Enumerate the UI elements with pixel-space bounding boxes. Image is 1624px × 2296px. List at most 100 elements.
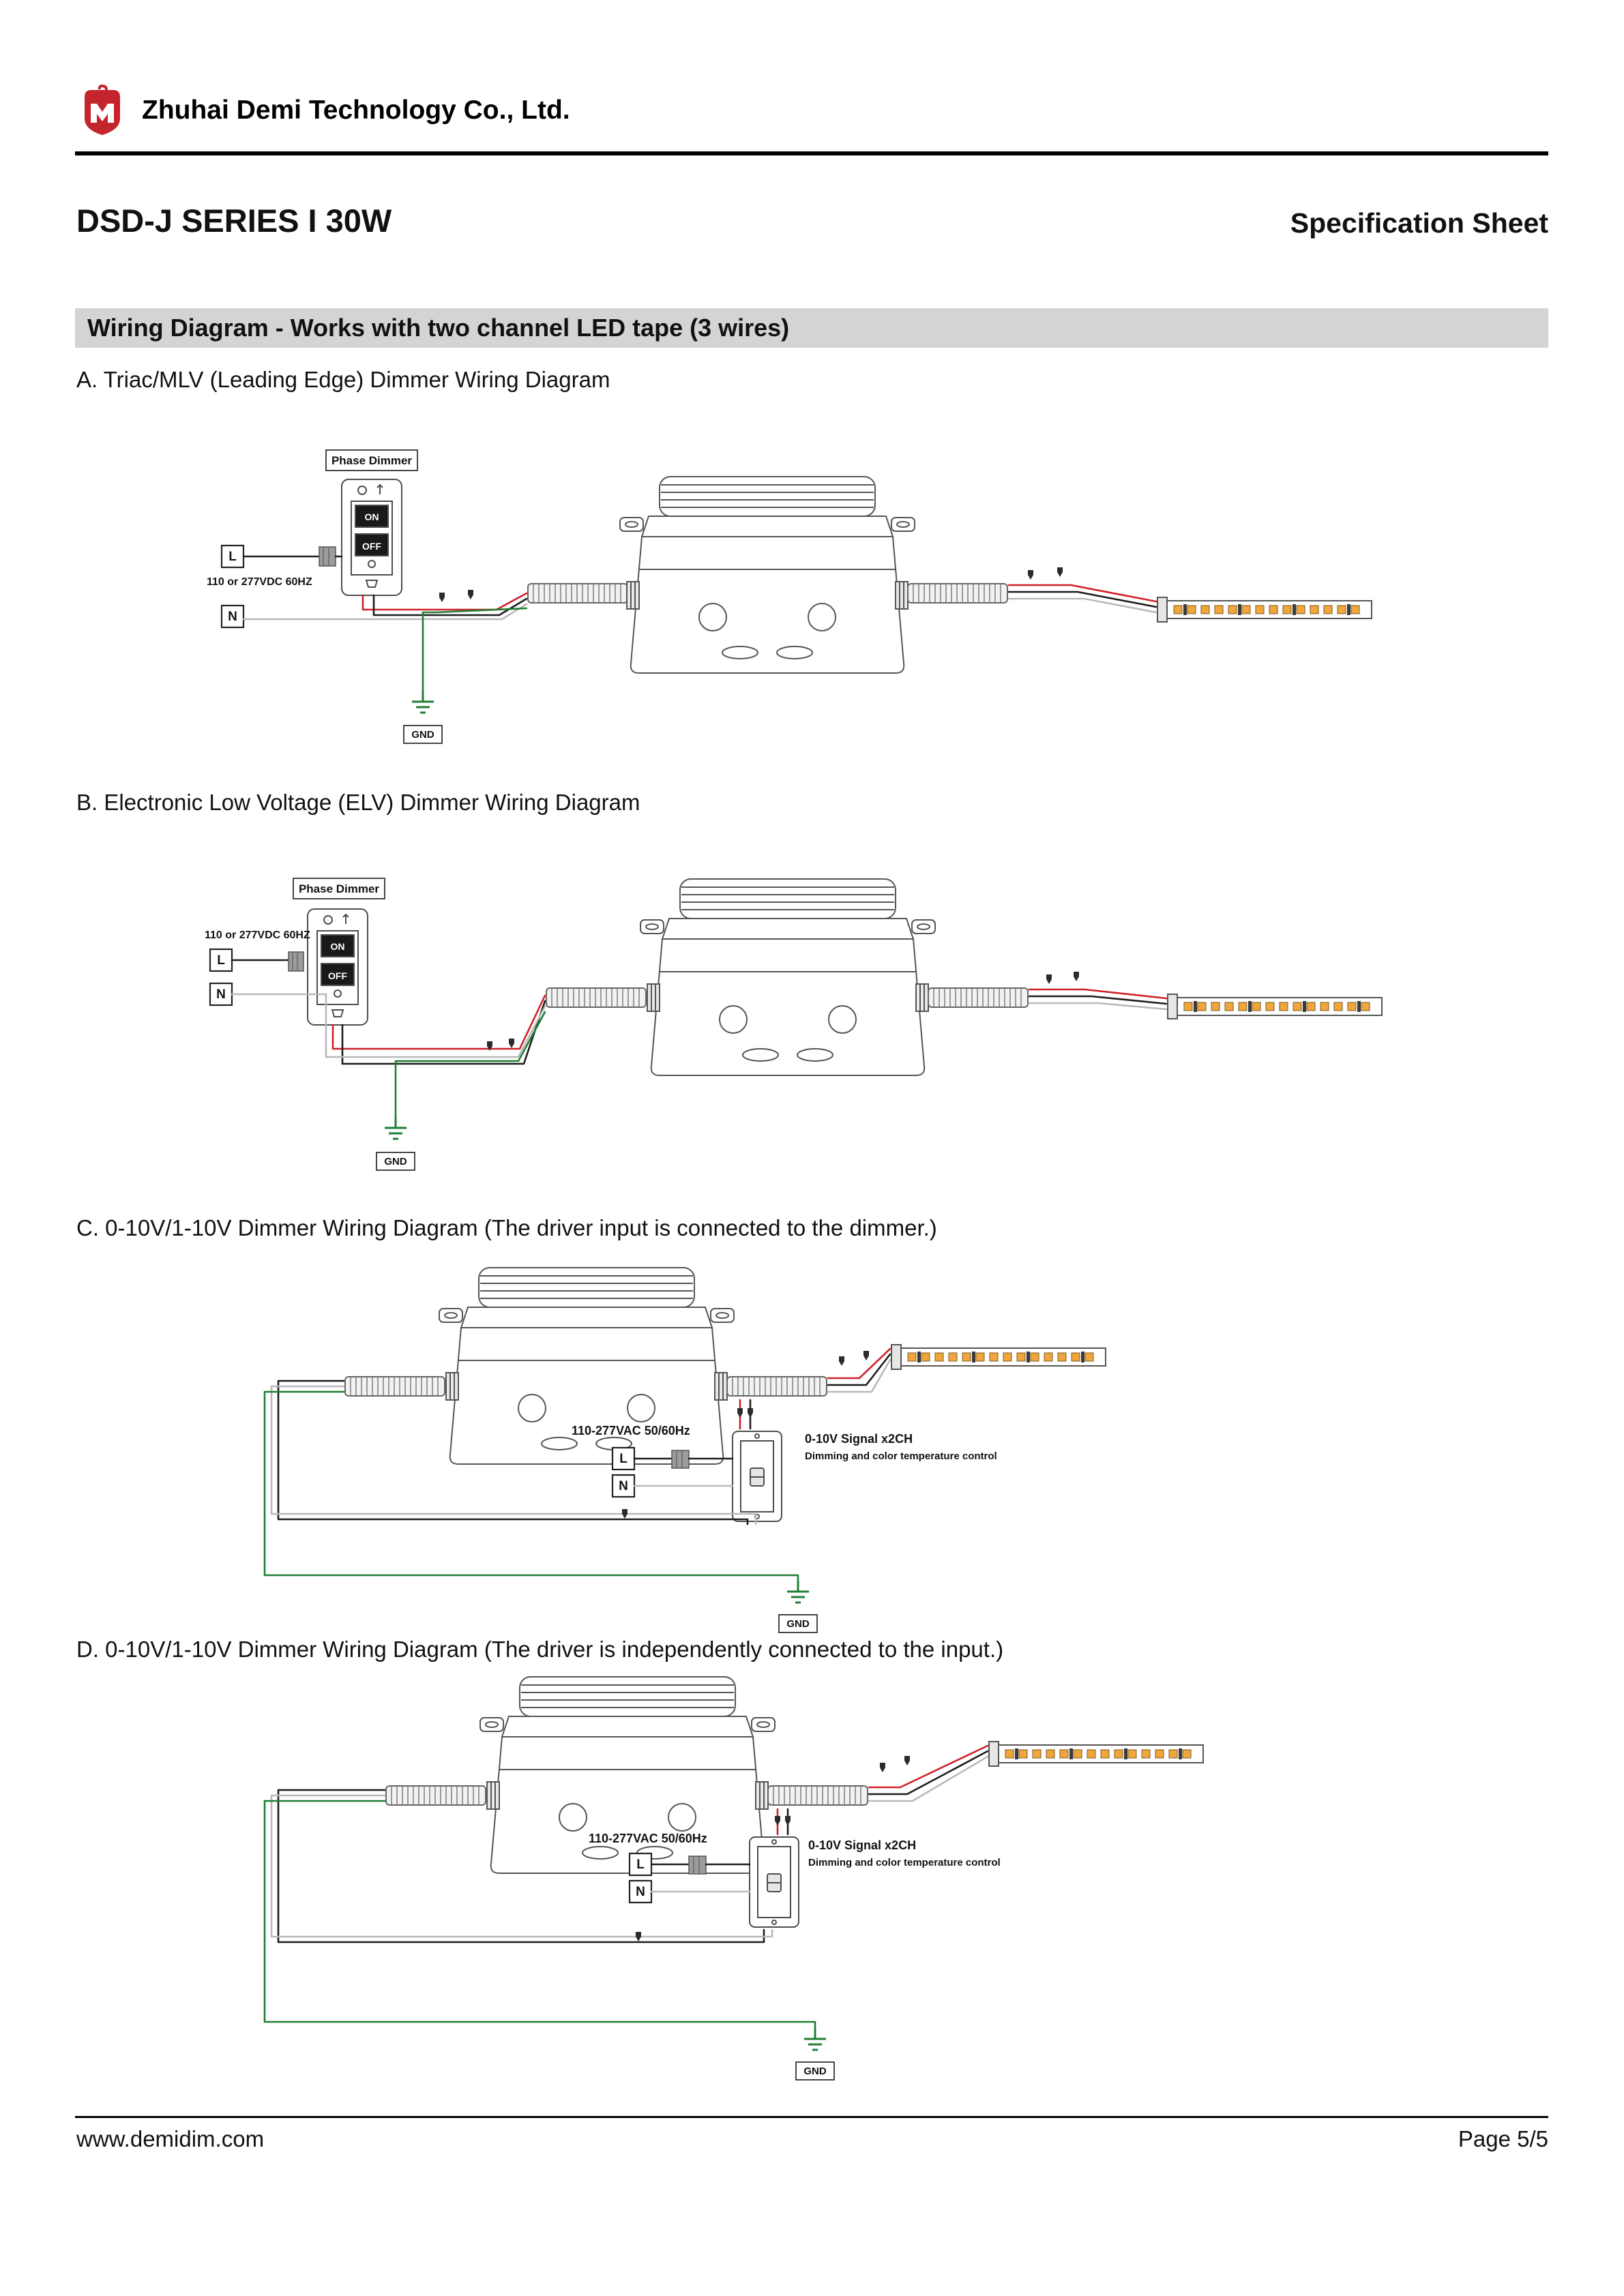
conduit-right bbox=[767, 1785, 868, 1806]
footer-rule bbox=[75, 2116, 1548, 2118]
wire-tag-icon bbox=[439, 593, 445, 602]
wire-tag-icon bbox=[904, 1756, 910, 1765]
wire-output-red bbox=[868, 1744, 989, 1789]
led-tape bbox=[1157, 597, 1372, 623]
wire-connector bbox=[688, 1855, 707, 1875]
gnd-label-box bbox=[778, 1614, 818, 1633]
phase-dimmer-label: Phase Dimmer bbox=[331, 454, 412, 467]
wire-dimmer-out bbox=[372, 594, 528, 616]
gnd-label-box bbox=[403, 725, 443, 744]
line-terminal-label: L bbox=[619, 1452, 628, 1466]
neutral-terminal-label: N bbox=[636, 1885, 645, 1899]
wire-loop-live bbox=[277, 1789, 765, 1943]
led-driver bbox=[619, 476, 915, 674]
wire-tag-icon bbox=[622, 1509, 628, 1519]
gnd-label: GND bbox=[411, 729, 434, 741]
led-driver bbox=[640, 878, 936, 1076]
line-terminal-box bbox=[628, 1852, 653, 1877]
ac-input-label: 110-277VAC 50/60Hz bbox=[589, 1832, 707, 1845]
ac-input-label: 110 or 277VDC 60HZ bbox=[205, 929, 310, 941]
neutral-terminal-label: N bbox=[228, 610, 237, 624]
dimmer-on-button-label: ON bbox=[365, 511, 379, 522]
diagram-d: 110-277VAC 50/60Hz L N GND 0-10V Signal … bbox=[263, 1676, 1204, 2081]
doc-type-label: Specification Sheet bbox=[1290, 207, 1548, 239]
wire-ground bbox=[263, 1390, 799, 1582]
wire-ground bbox=[394, 1011, 546, 1118]
wire-tag-icon bbox=[509, 1039, 514, 1048]
company-name: Zhuhai Demi Technology Co., Ltd. bbox=[142, 95, 570, 125]
wire-output-white bbox=[1007, 597, 1157, 614]
company-logo bbox=[85, 85, 120, 135]
signal-desc-label: Dimming and color temperature control bbox=[805, 1450, 997, 1462]
gnd-label-box bbox=[376, 1152, 415, 1171]
neutral-terminal-label: N bbox=[216, 987, 226, 1002]
ground-symbol bbox=[803, 2028, 827, 2051]
phase-dimmer-label-box bbox=[325, 449, 418, 471]
line-terminal-box bbox=[220, 544, 245, 569]
diagram-a: Phase Dimmer ON OFF L 110 or 277VDC 60HZ… bbox=[207, 449, 1372, 744]
wire-tag-icon bbox=[863, 1351, 869, 1360]
diagram-b: Phase Dimmer ON OFF 110 or 277VDC 60HZ L… bbox=[205, 878, 1383, 1171]
wire-connector-detail bbox=[323, 547, 329, 566]
wire-tag-icon bbox=[468, 590, 473, 599]
section-b-heading: B. Electronic Low Voltage (ELV) Dimmer W… bbox=[76, 790, 640, 815]
wire-tag-icon bbox=[785, 1816, 791, 1825]
phase-dimmer-label: Phase Dimmer bbox=[299, 882, 379, 895]
dimmer-0-10v bbox=[749, 1836, 799, 1928]
ground-symbol bbox=[786, 1581, 810, 1604]
wire-output-white bbox=[868, 1755, 989, 1802]
wire-connector-detail bbox=[693, 1856, 700, 1874]
wire-output-black bbox=[827, 1353, 891, 1386]
wire-loop-neutral bbox=[270, 1794, 773, 1938]
wire-tag-icon bbox=[748, 1408, 753, 1418]
wire-output-white bbox=[1028, 1002, 1168, 1011]
wire-tag-icon bbox=[880, 1763, 885, 1772]
wire-connector bbox=[288, 951, 304, 972]
wire-tag-icon bbox=[1028, 570, 1033, 580]
section-c-heading: C. 0-10V/1-10V Dimmer Wiring Diagram (Th… bbox=[76, 1215, 937, 1240]
wire-output-red bbox=[1028, 988, 1168, 1000]
gnd-label: GND bbox=[803, 2066, 827, 2077]
neutral-terminal-box bbox=[220, 604, 245, 629]
dimmer-0-10v bbox=[732, 1431, 782, 1522]
led-tape bbox=[891, 1344, 1106, 1370]
signal-label: 0-10V Signal x2CH bbox=[805, 1432, 913, 1446]
line-terminal-label: L bbox=[636, 1858, 645, 1872]
wire-connector-detail bbox=[676, 1450, 683, 1468]
ac-input-label: 110-277VAC 50/60Hz bbox=[572, 1424, 690, 1437]
conduit-left bbox=[546, 987, 647, 1008]
wire-ground bbox=[422, 607, 528, 692]
wire-output-black bbox=[868, 1750, 989, 1795]
ac-input-label: 110 or 277VDC 60HZ bbox=[207, 576, 312, 588]
wire-tag-icon bbox=[737, 1408, 743, 1418]
wire-output-black bbox=[1028, 995, 1168, 1005]
section-a-heading: A. Triac/MLV (Leading Edge) Dimmer Wirin… bbox=[76, 367, 610, 392]
wire-tag-icon bbox=[1074, 972, 1079, 981]
line-terminal-label: L bbox=[228, 550, 237, 564]
section-bar: Wiring Diagram - Works with two channel … bbox=[75, 308, 1548, 348]
phase-dimmer-label-box bbox=[293, 878, 385, 899]
footer-website: www.demidim.com bbox=[76, 2126, 265, 2151]
led-tape bbox=[1167, 994, 1383, 1019]
led-tape bbox=[988, 1741, 1204, 1767]
wire-loop-neutral bbox=[270, 1385, 757, 1525]
conduit-right bbox=[726, 1376, 827, 1397]
conduit-right bbox=[907, 583, 1008, 603]
gnd-label-box bbox=[795, 2061, 835, 2081]
wire-neutral bbox=[231, 993, 546, 1058]
wire-dimmed-hot bbox=[361, 592, 528, 611]
footer-page-number: Page 5/5 bbox=[1458, 2126, 1548, 2151]
wire-tag-icon bbox=[839, 1356, 844, 1366]
wire-neutral bbox=[242, 603, 528, 621]
conduit-left bbox=[527, 583, 628, 603]
wire-output-white bbox=[827, 1358, 891, 1393]
section-d-heading: D. 0-10V/1-10V Dimmer Wiring Diagram (Th… bbox=[76, 1637, 1004, 1662]
phase-dimmer bbox=[341, 479, 402, 596]
wire-tag-icon bbox=[636, 1932, 641, 1941]
conduit-left bbox=[344, 1376, 445, 1397]
dimmer-off-button-label: OFF bbox=[328, 970, 347, 981]
wire-output-black bbox=[1007, 591, 1157, 608]
diagram-c: 110-277VAC 50/60Hz L N GND 0-10V Signal … bbox=[263, 1267, 1106, 1633]
line-terminal-box bbox=[209, 948, 233, 972]
